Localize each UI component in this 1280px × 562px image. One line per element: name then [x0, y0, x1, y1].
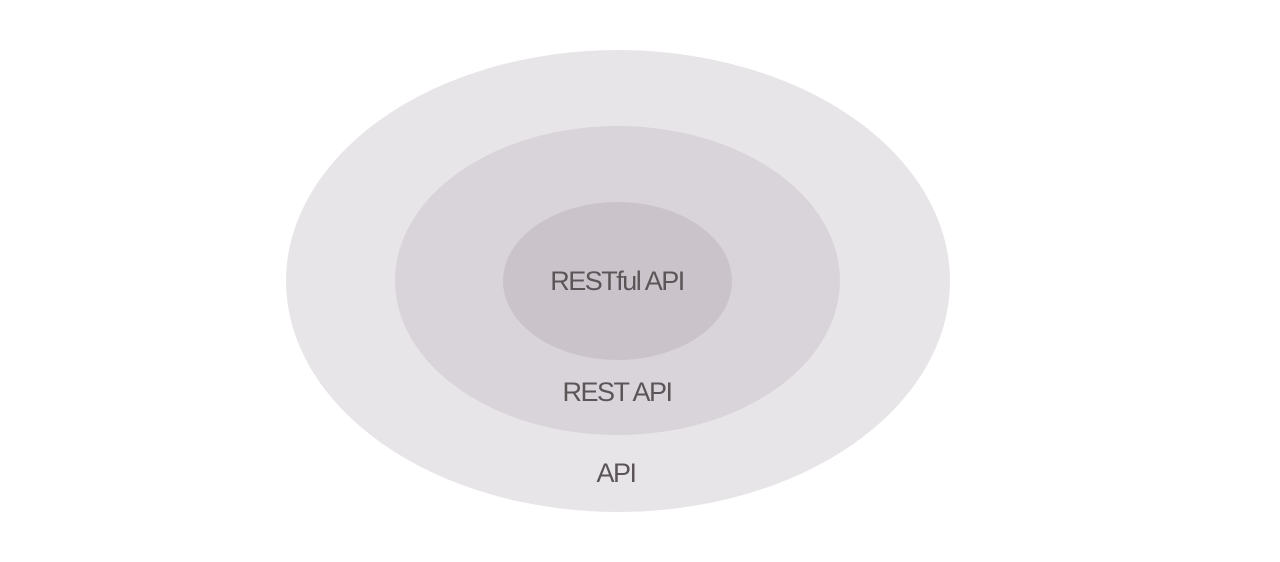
rest-api-label: REST API	[562, 377, 673, 407]
restful-api-label: RESTful API	[550, 266, 685, 296]
api-label: API	[596, 458, 637, 488]
restful-api-ellipse	[503, 202, 732, 360]
